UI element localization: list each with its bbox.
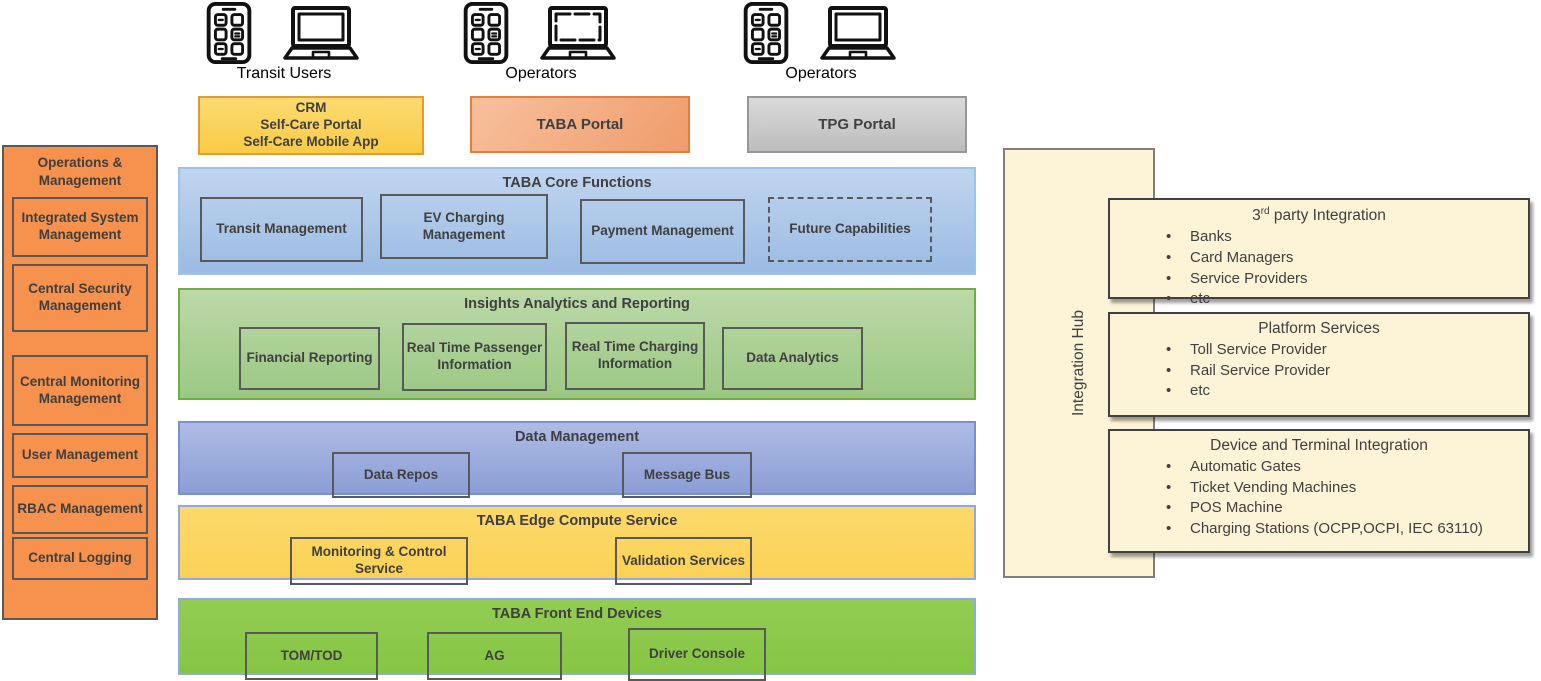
layer-taba-edge-compute-service: TABA Edge Compute Service Monitoring & C… [178,505,976,585]
list-item: CRM [295,100,327,116]
ops-item-central-security-management: Central Security Management [12,264,148,332]
message-bus: Message Bus [622,452,752,498]
layer-data-management: Data Management Data Repos Message Bus [178,421,976,498]
list-item: Charging Stations (OCPP,OCPI, IEC 63110) [1162,519,1528,540]
list-item: etc [1162,381,1528,402]
list-item: Toll Service Provider [1162,340,1528,361]
operations-management-panel: Operations & Management Integrated Syste… [2,145,158,620]
operations-panel-title: Operations & Management [37,155,123,188]
ops-item-user-management: User Management [12,433,148,478]
ops-item-central-monitoring-management: Central Monitoring Management [12,355,148,426]
user-group-operators-2: Operators [736,2,906,83]
edge-validation-services: Validation Services [615,537,752,585]
list-item: Self-Care Mobile App [243,133,379,149]
integration-box-title: 3rd party Integration [1252,206,1386,225]
integration-box-title: Device and Terminal Integration [1210,437,1428,454]
smartphone-icon [742,2,790,64]
list-item: Card Managers [1162,248,1528,269]
list-item: Ticket Vending Machines [1162,478,1528,499]
data-repos: Data Repos [332,452,470,498]
list-item: Service Providers [1162,269,1528,290]
insights-real-time-passenger-information: Real Time Passenger Information [402,323,547,391]
layer-taba-core-functions: TABA Core Functions Transit Management E… [178,167,976,275]
core-payment-management: Payment Management [580,199,745,264]
user-group-transit-users: Transit Users [196,2,372,83]
user-group-operators-1: Operators [456,2,626,83]
layer-taba-front-end-devices: TABA Front End Devices TOM/TOD AG Driver… [178,598,976,681]
portal-label: TPG Portal [818,116,896,133]
third-party-integration-box: 3rd party Integration BanksCard Managers… [1108,198,1530,310]
integration-box-title: Platform Services [1258,320,1380,337]
list-item: POS Machine [1162,498,1528,519]
ops-item-central-logging: Central Logging [12,537,148,580]
core-transit-management: Transit Management [200,197,363,262]
user-group-label: Operators [505,65,577,82]
layer-title: Insights Analytics and Reporting [464,296,690,312]
layer-title: TABA Edge Compute Service [476,513,678,529]
user-group-label: Transit Users [236,65,332,82]
layer-title: TABA Front End Devices [492,606,662,622]
user-group-label: Operators [785,65,857,82]
icon-pair [742,2,900,64]
list-item: Banks [1162,227,1528,248]
insights-financial-reporting: Financial Reporting [239,327,380,390]
insights-real-time-charging-information: Real Time Charging Information [565,322,705,390]
list-item: Rail Service Provider [1162,361,1528,382]
smartphone-icon [462,2,510,64]
frontend-ag: AG [427,632,562,680]
smartphone-icon [205,2,253,64]
ops-item-integrated-system-management: Integrated System Management [12,197,148,257]
core-ev-charging-management: EV Charging Management [380,194,548,259]
integration-bullet-list: Automatic GatesTicket Vending MachinesPO… [1110,457,1528,540]
icon-pair [462,2,620,64]
tpg-portal-box: TPG Portal [747,96,967,153]
icon-pair [205,2,363,64]
frontend-driver-console: Driver Console [628,628,766,681]
integration-bullet-list: Toll Service ProviderRail Service Provid… [1110,340,1528,402]
edge-monitoring-control-service: Monitoring & Control Service [290,537,468,585]
list-item: Self-Care Portal [260,117,362,133]
list-item: Automatic Gates [1162,457,1528,478]
platform-services-box: Platform Services Toll Service ProviderR… [1108,312,1530,417]
device-terminal-integration-box: Device and Terminal Integration Automati… [1108,429,1530,553]
list-item: etc [1162,289,1528,310]
laptop-icon [816,6,900,64]
layer-insights-analytics-reporting: Insights Analytics and Reporting Financi… [178,288,976,400]
taba-portal-box: TABA Portal [470,96,690,153]
layer-title: Data Management [514,429,640,445]
laptop-icon [279,6,363,64]
portal-label: TABA Portal [536,116,624,133]
integration-hub-label: Integration Hub [1070,310,1087,416]
integration-bullet-list: BanksCard ManagersService Providersetc [1110,227,1528,310]
frontend-tom-tod: TOM/TOD [245,632,378,680]
core-future-capabilities: Future Capabilities [768,197,932,262]
laptop-icon [536,6,620,64]
ops-item-rbac-management: RBAC Management [12,485,148,534]
insights-data-analytics: Data Analytics [722,327,863,390]
layer-title: TABA Core Functions [502,175,652,191]
